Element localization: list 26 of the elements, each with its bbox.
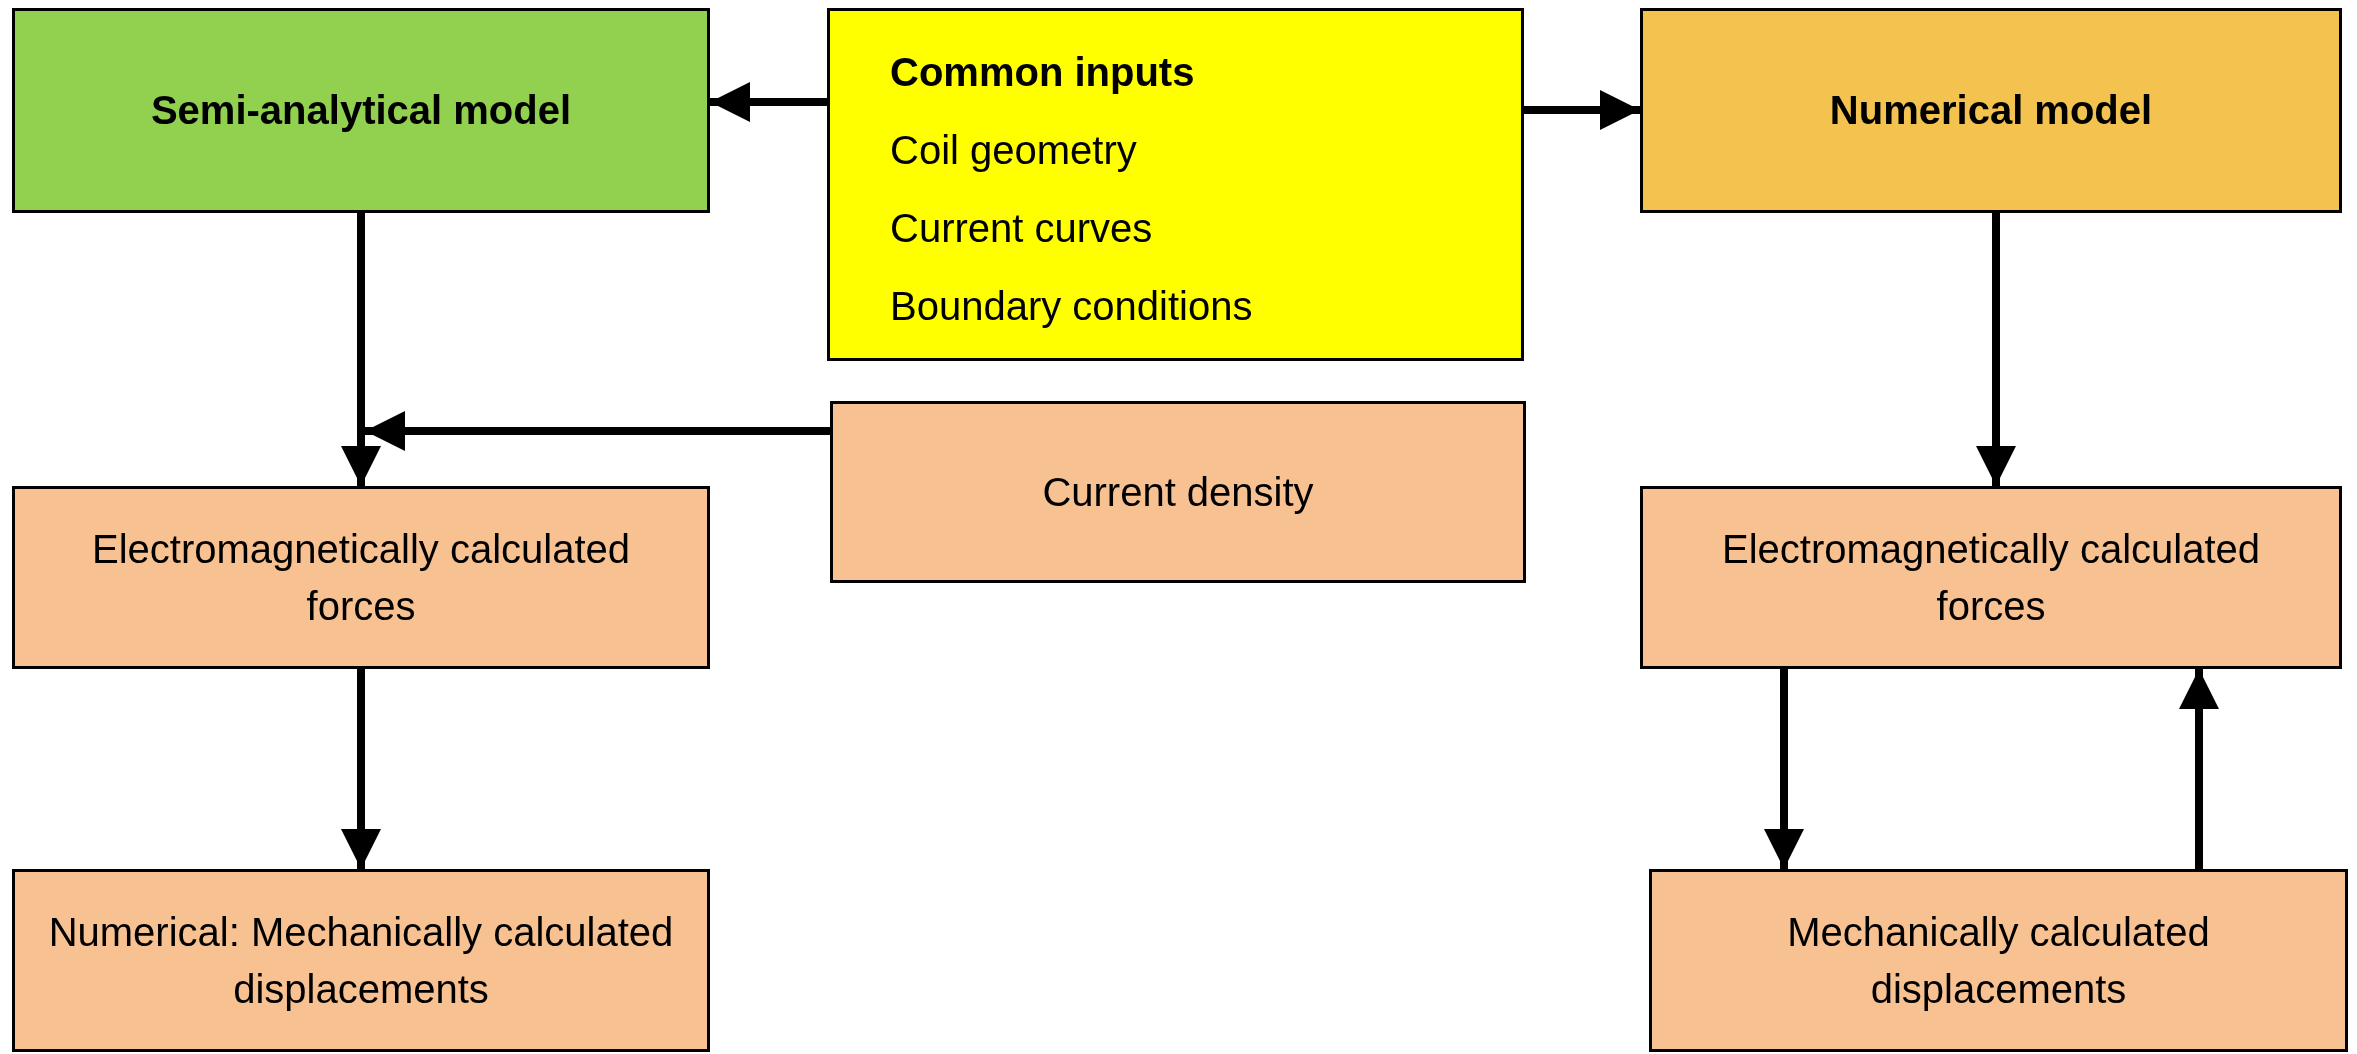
- arrow: [710, 82, 827, 122]
- input-item: Boundary conditions: [890, 283, 1253, 330]
- box-title: Mechanically calculated displacements: [1786, 908, 2211, 1013]
- arrow: [1524, 90, 1640, 130]
- process-box: [12, 486, 710, 669]
- process-box: [1640, 486, 2342, 669]
- process-box: [830, 401, 1526, 583]
- arrow: [1976, 213, 2016, 486]
- process-box: [1649, 869, 2348, 1052]
- input-item: Coil geometry: [890, 127, 1137, 174]
- model-box: [1640, 8, 2342, 213]
- arrow: [341, 669, 381, 869]
- box-title: Current density: [1042, 468, 1314, 516]
- box-title: Electromagnetically calculated forces: [1720, 525, 2261, 630]
- input-item: Current curves: [890, 205, 1153, 252]
- arrow: [341, 213, 381, 486]
- box-title: Semi-analytical model: [150, 87, 572, 134]
- box-title: Common inputs: [890, 49, 1195, 96]
- arrow: [2179, 669, 2219, 869]
- box-title: Electromagnetically calculated forces: [90, 525, 631, 630]
- process-box: [12, 869, 710, 1052]
- arrow: [1764, 669, 1804, 869]
- model-box: [12, 8, 710, 213]
- input-box: [827, 8, 1524, 361]
- box-title: Numerical: Mechanically calculated displacements: [47, 908, 675, 1013]
- box-title: Numerical model: [1829, 87, 2153, 134]
